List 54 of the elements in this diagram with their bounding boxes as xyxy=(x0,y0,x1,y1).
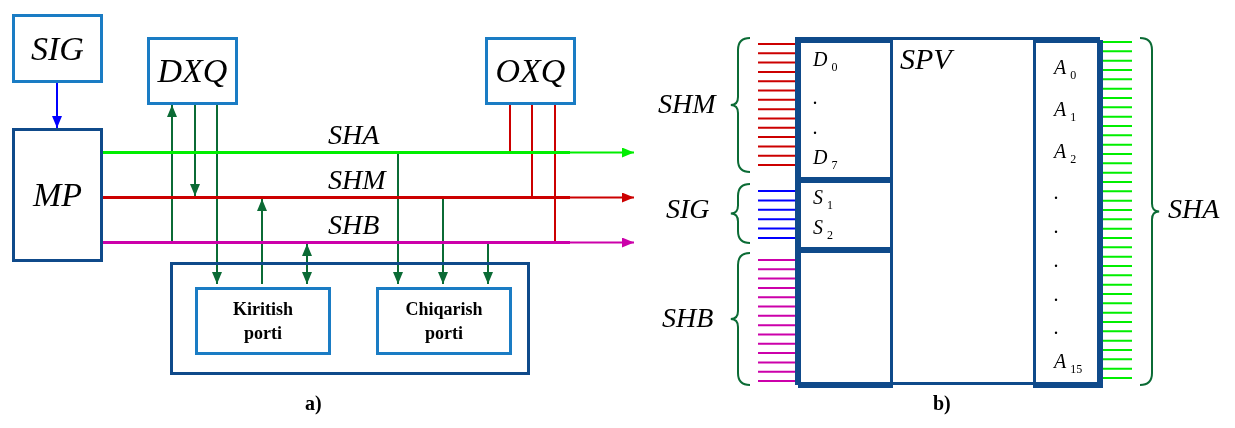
chip-outline xyxy=(795,37,1100,385)
arrow xyxy=(438,198,448,285)
arrow xyxy=(569,192,635,203)
arrow xyxy=(569,147,635,158)
arrow xyxy=(52,82,62,129)
bus-label: SHA xyxy=(1168,193,1220,225)
arrow xyxy=(167,104,177,242)
pin-section xyxy=(798,250,893,388)
pin-name: D$_{0}$ xyxy=(813,49,839,76)
panel-label: b) xyxy=(933,392,951,415)
pin-name: . xyxy=(1054,249,1060,270)
pin-name: . xyxy=(1054,317,1060,338)
pin-name: A$_{15}$ xyxy=(1054,351,1084,378)
bus-label: SHM xyxy=(658,88,716,120)
port-box xyxy=(195,287,331,355)
bus-label: SHM xyxy=(328,164,386,196)
pin-name: D$_{7}$ xyxy=(813,147,839,174)
pin-name: . xyxy=(1054,283,1060,304)
arrow xyxy=(302,243,312,285)
pin-name: . xyxy=(1054,182,1060,203)
arrow xyxy=(569,237,635,248)
processor-box xyxy=(12,128,103,262)
bus-label: SHA xyxy=(328,119,380,151)
arrow xyxy=(393,153,403,285)
arrow xyxy=(190,104,200,197)
arrow xyxy=(257,198,267,285)
pin-name: . xyxy=(813,87,819,107)
pin-name: A$_{2}$ xyxy=(1054,140,1078,168)
pin-name: A$_{1}$ xyxy=(1054,98,1078,126)
bus-label: SIG xyxy=(666,193,710,225)
pin-name: . xyxy=(1054,216,1060,236)
bus-label: SHB xyxy=(662,302,714,334)
box-label: DXQ xyxy=(157,52,228,90)
pin-section xyxy=(798,40,893,180)
pin-name: S$_{1}$ xyxy=(813,187,834,214)
unit-box xyxy=(147,37,238,105)
pin-name: A$_{0}$ xyxy=(1054,57,1078,84)
port-label: Kiritish porti xyxy=(232,298,294,345)
unit-box xyxy=(485,37,576,105)
pin-name: . xyxy=(813,117,819,137)
pin-name: S$_{2}$ xyxy=(813,217,834,244)
arrow xyxy=(212,104,222,285)
arrow xyxy=(483,243,493,285)
box-label: SIG xyxy=(31,29,84,68)
unit-box xyxy=(12,14,103,83)
port-module-frame xyxy=(170,262,530,375)
port-label: Chiqarish porti xyxy=(404,298,484,345)
panel-label: a) xyxy=(305,392,322,415)
box-label: OXQ xyxy=(495,52,566,90)
pin-section xyxy=(798,180,893,250)
port-box xyxy=(376,287,512,355)
box-label: MP xyxy=(32,176,83,214)
bus-label: SHB xyxy=(328,209,380,241)
pin-section xyxy=(1033,40,1103,388)
